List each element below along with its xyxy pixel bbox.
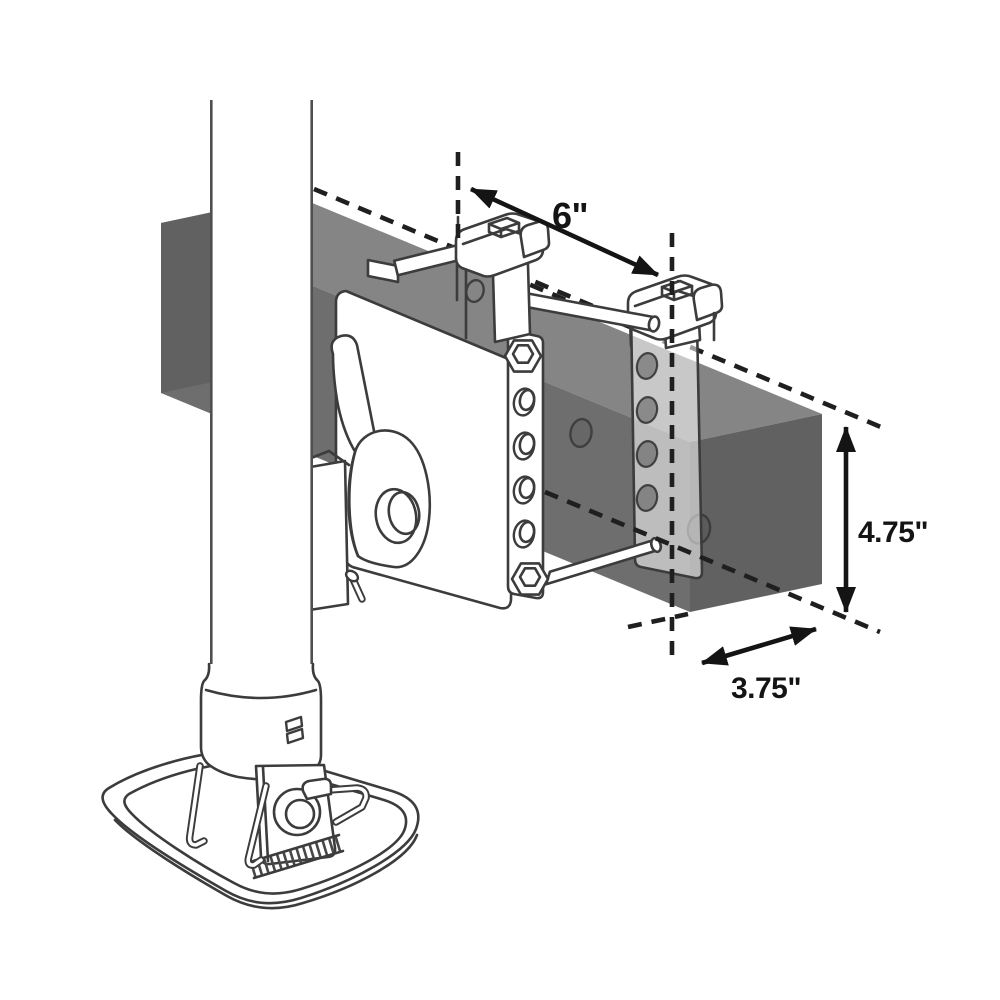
release-pin bbox=[344, 569, 366, 603]
beam-right-end-face bbox=[690, 414, 822, 612]
hex-bolt-top bbox=[503, 339, 543, 373]
foot-pin bbox=[272, 777, 370, 837]
foot-pin-clip bbox=[301, 777, 333, 801]
jack-collar bbox=[199, 662, 323, 781]
hex-bolt-bottom bbox=[510, 562, 550, 596]
far-clamp-tab bbox=[692, 283, 724, 322]
foot-bail-wire-left bbox=[185, 762, 208, 849]
near-adjust-plate bbox=[503, 329, 550, 600]
dashed-bottom-back-edge-extension bbox=[544, 489, 881, 635]
collar-seam bbox=[204, 688, 318, 700]
dimension-label-beam-height: 4.75" bbox=[858, 516, 928, 549]
near-plate-holes bbox=[512, 387, 536, 549]
foot-spring bbox=[248, 833, 345, 880]
dashed-top-back-edge-extension bbox=[313, 186, 889, 433]
collar-detail-mark bbox=[285, 727, 305, 745]
dashed-bottom-end-edge-extension bbox=[627, 611, 689, 630]
beam-hole-front bbox=[569, 417, 593, 449]
rod-end-tab bbox=[366, 258, 400, 284]
collar-detail-mark bbox=[284, 715, 304, 733]
foot-pad-skirt bbox=[113, 818, 419, 910]
drum-hole bbox=[374, 487, 418, 545]
jack-outer-tube bbox=[210, 100, 314, 668]
dimension-label-clamp-spacing: 6" bbox=[552, 195, 588, 236]
dimension-beam-height: 4.75" bbox=[836, 426, 929, 613]
foot-bail-wire-right bbox=[244, 782, 270, 869]
dimension-clamp-spacing: 6" bbox=[470, 186, 659, 278]
hidden-edge-lines-front bbox=[455, 152, 881, 655]
dimension-label-beam-width: 3.75" bbox=[731, 672, 801, 705]
far-plate-holes bbox=[635, 352, 659, 512]
far-adjust-plate bbox=[629, 308, 704, 580]
winch-drum bbox=[347, 429, 432, 569]
dimension-beam-width: 3.75" bbox=[701, 626, 817, 705]
